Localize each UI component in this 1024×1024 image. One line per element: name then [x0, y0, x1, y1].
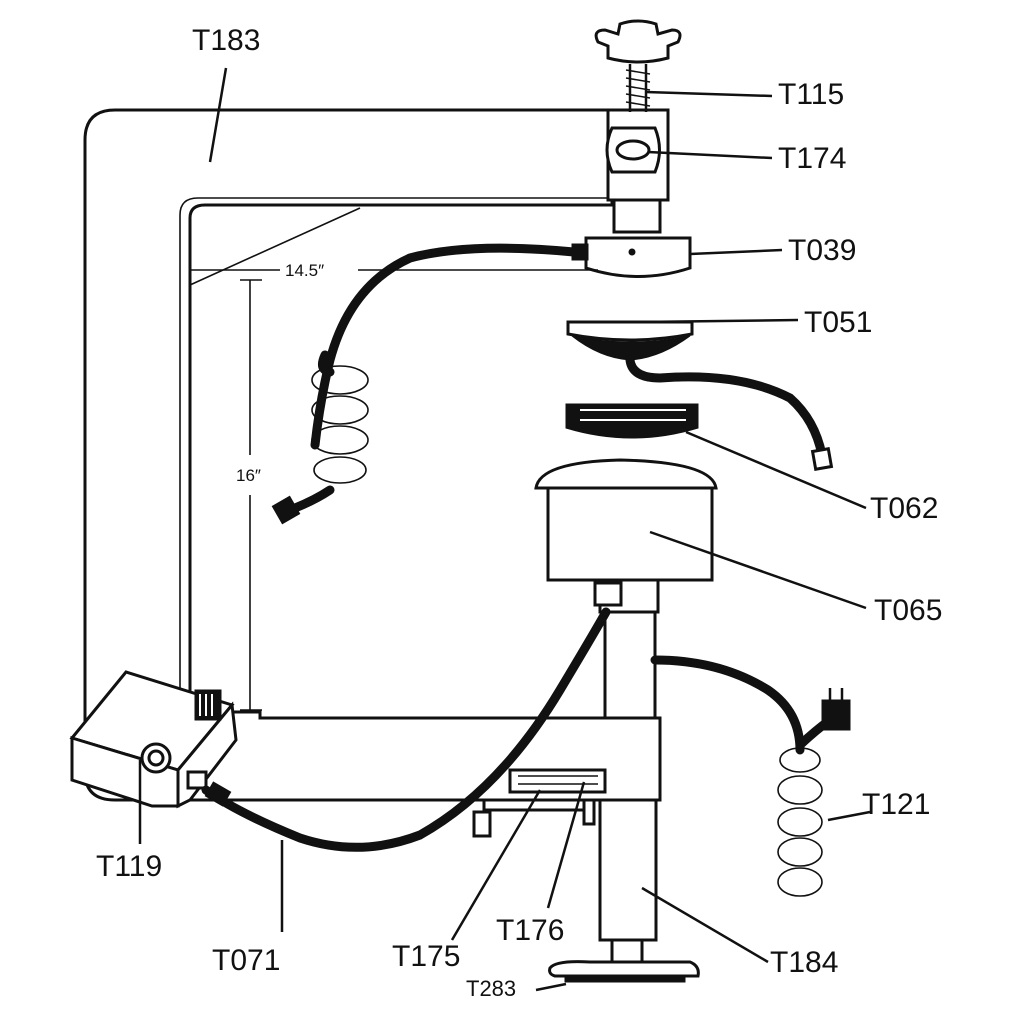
label-pad: T062 [870, 492, 938, 525]
label-spring-bracket: T174 [778, 142, 846, 175]
pad [565, 403, 699, 439]
leader-lines [138, 67, 871, 992]
label-valve: T175 [392, 940, 460, 973]
hose [201, 607, 611, 852]
label-power-cord: T121 [862, 788, 930, 821]
label-stand-post: T184 [770, 946, 838, 979]
label-valve-lever: T176 [496, 914, 564, 947]
label-adjust-screw: T115 [778, 78, 844, 111]
heat-platen [571, 198, 692, 278]
label-lower-platen-top: T051 [804, 306, 872, 339]
label-hose: T071 [212, 944, 280, 977]
cylinder [534, 458, 718, 614]
power-cord [650, 655, 851, 897]
label-base-foot: T283 [466, 976, 516, 1001]
adjust-screw [594, 19, 682, 112]
label-heat-platen: T039 [788, 234, 856, 267]
label-frame: T183 [192, 24, 260, 57]
platen-cord [271, 243, 579, 525]
control-box [69, 670, 238, 809]
height-dimension: 16″ [236, 466, 261, 485]
label-control-box: T119 [96, 850, 162, 883]
stand-post [548, 610, 700, 983]
label-cylinder: T065 [874, 594, 942, 627]
spring-bracket [605, 126, 661, 174]
width-dimension: 14.5″ [285, 261, 324, 280]
dimension-lines [190, 269, 598, 711]
part-labels: T183 T115 T174 T039 T051 T062 T065 T121 … [96, 24, 942, 1001]
valve [472, 768, 607, 838]
lower-platen-top [566, 320, 834, 471]
